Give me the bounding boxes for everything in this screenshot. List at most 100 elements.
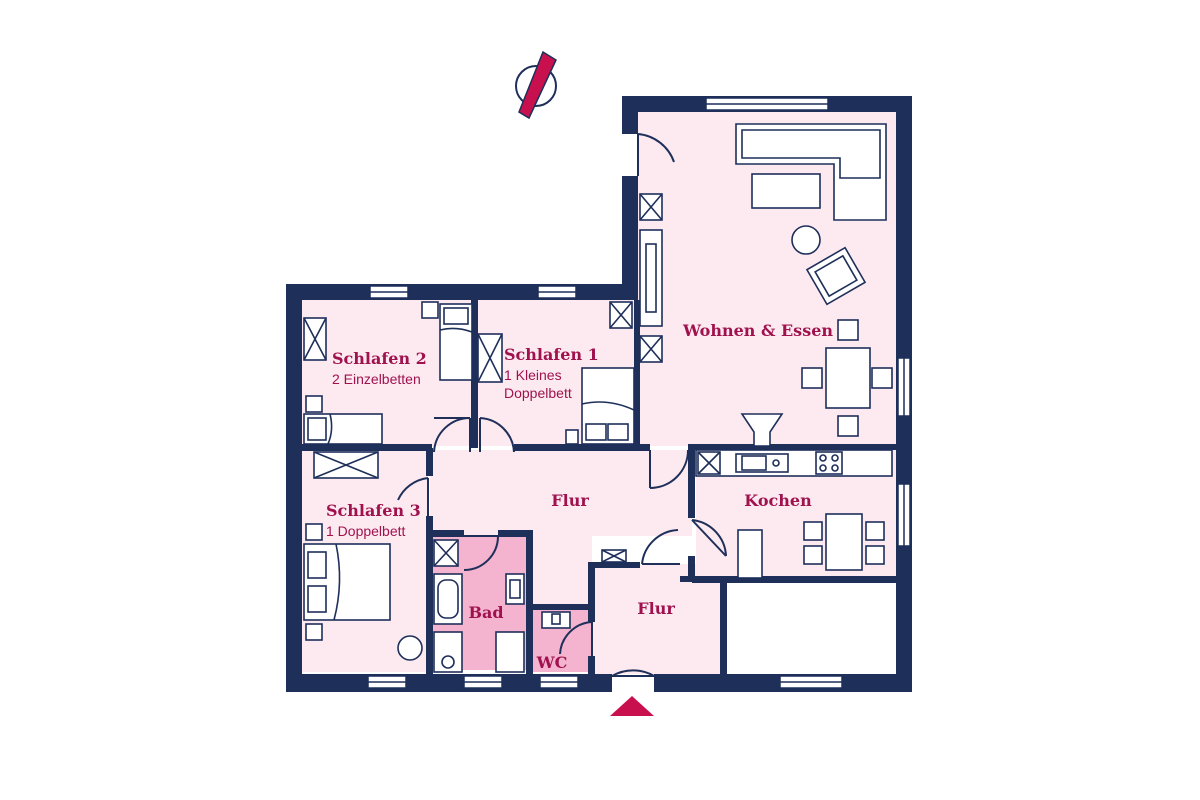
single-bed-2 bbox=[303, 413, 383, 445]
furniture bbox=[303, 123, 893, 673]
door-entrance bbox=[611, 669, 655, 677]
cabinet-living-2 bbox=[639, 335, 663, 363]
door-entry-hall bbox=[641, 529, 680, 565]
wall-entry-top-2 bbox=[680, 576, 726, 582]
wall-bedrooms-hall-right bbox=[514, 444, 650, 451]
room-note-bedroom2: 2 Einzelbetten bbox=[332, 371, 421, 387]
door-bath bbox=[463, 535, 499, 571]
door-wc bbox=[559, 621, 593, 656]
wall-bath-top-2 bbox=[498, 530, 532, 537]
wardrobe-bedroom2 bbox=[303, 317, 327, 361]
wc-basin bbox=[541, 611, 571, 629]
outer-wall-bedrooms-top bbox=[286, 284, 638, 300]
wall-b3-hall-lower bbox=[426, 516, 433, 676]
wall-bath-top bbox=[430, 530, 464, 537]
compass-needle-icon bbox=[515, 50, 557, 120]
floor-hall-main bbox=[430, 450, 692, 536]
window-living-top bbox=[705, 97, 829, 111]
room-label-wc: WC bbox=[536, 653, 568, 672]
double-bed-small bbox=[581, 367, 635, 445]
outer-wall-left bbox=[286, 284, 302, 692]
door-bedroom3 bbox=[397, 477, 429, 516]
wall-hall-kitchen-upper bbox=[688, 444, 695, 518]
nightstand-b2-2 bbox=[305, 395, 323, 413]
dining-chair-left bbox=[801, 367, 823, 389]
nightstand-b3-2 bbox=[305, 623, 323, 641]
room-note-bedroom1-line2: Doppelbett bbox=[504, 385, 572, 401]
washbasin bbox=[505, 573, 525, 605]
dining-chair-top bbox=[837, 319, 859, 341]
wall-kitchen-bottom bbox=[692, 576, 896, 583]
single-bed-1 bbox=[439, 303, 473, 381]
wall-bath-wc bbox=[526, 530, 533, 676]
sofa-corner bbox=[735, 123, 887, 221]
cabinet-bedroom1 bbox=[609, 301, 633, 329]
fireplace bbox=[740, 413, 784, 447]
room-label-hall-entry: Flur bbox=[637, 599, 675, 618]
windows bbox=[367, 97, 911, 689]
door-living-terrace bbox=[637, 133, 675, 176]
outer-wall-living-left-upper bbox=[622, 96, 638, 134]
door-bedroom2 bbox=[433, 416, 471, 453]
nightstand-b1 bbox=[565, 429, 579, 445]
chair-round-b3 bbox=[397, 635, 423, 661]
stove bbox=[815, 451, 843, 475]
room-labels: Wohnen & Essen Schlafen 2 2 Einzelbetten… bbox=[326, 321, 833, 672]
shoe-cabinet bbox=[601, 549, 627, 563]
wall-wc-top bbox=[526, 604, 594, 610]
wall-wc-right-lower bbox=[588, 656, 595, 676]
armchair bbox=[805, 246, 867, 306]
window-bath-bottom bbox=[463, 675, 503, 689]
toilet-bath bbox=[433, 631, 463, 673]
window-bedroom3-bottom bbox=[367, 675, 407, 689]
dining-chair-right bbox=[871, 367, 893, 389]
double-bed bbox=[303, 543, 391, 621]
wardrobe-bedroom3 bbox=[313, 451, 379, 479]
room-label-bath: Bad bbox=[468, 603, 503, 622]
outer-wall-living-left-lower bbox=[622, 176, 638, 300]
bath-cabinet bbox=[433, 539, 459, 567]
floor-hall-corridor bbox=[530, 530, 592, 606]
shelf-bath bbox=[495, 631, 525, 673]
door-living-hall bbox=[649, 449, 689, 489]
wall-bedrooms-hall-left bbox=[302, 444, 432, 451]
kitchen-chair-1 bbox=[803, 521, 823, 541]
door-kitchen bbox=[691, 519, 727, 557]
entrance-triangle-icon bbox=[610, 696, 654, 716]
cabinet-kitchen bbox=[697, 451, 721, 475]
room-label-living: Wohnen & Essen bbox=[682, 321, 833, 340]
window-living-right bbox=[897, 357, 911, 417]
room-label-hall-main: Flur bbox=[551, 491, 589, 510]
side-table bbox=[791, 225, 821, 255]
window-wc-bottom bbox=[539, 675, 579, 689]
wall-b3-hall-upper bbox=[426, 448, 433, 476]
wardrobe-bedroom1 bbox=[477, 333, 503, 383]
cabinet-living-1 bbox=[639, 193, 663, 221]
window-kitchen-right bbox=[897, 483, 911, 547]
room-note-bedroom1-line1: 1 Kleines bbox=[504, 367, 562, 383]
room-label-bedroom1: Schlafen 1 bbox=[504, 345, 599, 364]
wall-b2-b1 bbox=[471, 300, 478, 448]
nightstand-b3-1 bbox=[305, 523, 323, 541]
kitchen-cabinet-tall bbox=[737, 529, 763, 579]
room-label-bedroom2: Schlafen 2 bbox=[332, 349, 427, 368]
wall-storage-left bbox=[720, 578, 727, 676]
wall-wc-right bbox=[588, 562, 595, 622]
wall-entry-top bbox=[588, 562, 640, 568]
wall-hall-kitchen-lower bbox=[688, 556, 695, 580]
doors bbox=[397, 133, 727, 677]
wall-living-kitchen bbox=[692, 444, 896, 450]
window-bedroom1-top bbox=[537, 285, 577, 299]
wall-b1-living bbox=[634, 300, 640, 448]
kitchen-chair-2 bbox=[803, 545, 823, 565]
nightstand-b2-1 bbox=[421, 301, 439, 319]
room-note-bedroom3: 1 Doppelbett bbox=[326, 523, 406, 539]
dining-table-kitchen bbox=[825, 513, 863, 571]
dining-table-living bbox=[825, 347, 871, 409]
sink bbox=[735, 453, 789, 473]
sideboard bbox=[639, 229, 663, 327]
dining-chair-bottom bbox=[837, 415, 859, 437]
kitchen-counter bbox=[695, 449, 893, 477]
window-bedroom2-top bbox=[369, 285, 409, 299]
